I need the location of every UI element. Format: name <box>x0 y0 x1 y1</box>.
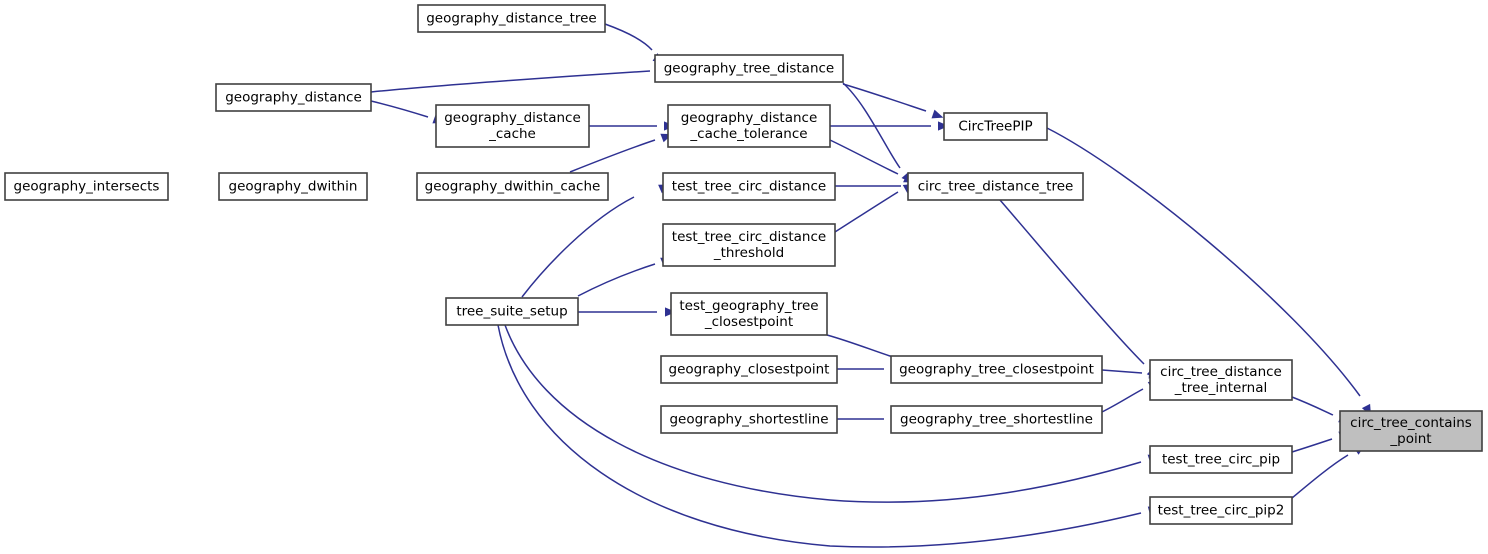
node-label-circ_tree_contains_point: _point <box>1389 431 1431 447</box>
node-test_tree_circ_distance[interactable]: test_tree_circ_distance <box>662 172 836 201</box>
node-test_geography_tree_closestpoint[interactable]: test_geography_tree_closestpoint <box>670 292 828 336</box>
node-geography_shortestline[interactable]: geography_shortestline <box>660 405 838 434</box>
node-geography_tree_closestpoint[interactable]: geography_tree_closestpoint <box>890 355 1103 384</box>
node-test_tree_circ_pip2[interactable]: test_tree_circ_pip2 <box>1149 496 1293 525</box>
edge-tree_suite_setup-to-test_tree_circ_distance <box>521 184 671 298</box>
node-label-geography_distance_cache_tolerance: _cache_tolerance <box>689 126 807 142</box>
node-geography_distance[interactable]: geography_distance <box>215 83 372 112</box>
node-box-circ_tree_distance_tree[interactable] <box>907 172 1084 201</box>
node-label-geography_distance_tree: geography_distance_tree <box>426 11 597 27</box>
node-box-tree_suite_setup[interactable] <box>445 297 579 326</box>
node-CircTreePIP[interactable]: CircTreePIP <box>943 112 1048 141</box>
node-label-test_tree_circ_distance_threshold: _threshold <box>713 245 784 261</box>
edge-tree_suite_setup-to-test_geography_tree_closestpoint <box>578 307 676 317</box>
node-geography_dwithin[interactable]: geography_dwithin <box>218 172 368 201</box>
node-box-geography_closestpoint[interactable] <box>660 355 838 384</box>
node-label-geography_distance_cache: geography_distance <box>444 110 581 126</box>
node-label-geography_distance: geography_distance <box>225 90 362 106</box>
edge-geography_distance_cache_tolerance-to-circ_tree_distance_tree <box>829 139 916 183</box>
node-label-geography_tree_shortestline: geography_tree_shortestline <box>900 412 1093 428</box>
node-box-geography_distance[interactable] <box>215 83 372 112</box>
edge-test_tree_circ_distance_threshold-to-circ_tree_distance_tree <box>834 183 915 233</box>
node-box-geography_tree_shortestline[interactable] <box>890 405 1103 434</box>
node-box-test_geography_tree_closestpoint[interactable] <box>670 292 828 336</box>
node-label-test_tree_circ_distance: test_tree_circ_distance <box>672 179 826 195</box>
node-box-circ_tree_contains_point[interactable] <box>1339 410 1483 452</box>
node-label-circ_tree_distance_tree: circ_tree_distance_tree <box>918 179 1074 195</box>
node-label-CircTreePIP: CircTreePIP <box>958 119 1032 135</box>
edge-test_tree_circ_pip2-to-circ_tree_contains_point <box>1291 444 1366 499</box>
node-box-test_tree_circ_distance_threshold[interactable] <box>662 223 836 267</box>
node-box-test_tree_circ_pip[interactable] <box>1149 445 1293 474</box>
node-label-test_tree_circ_pip2: test_tree_circ_pip2 <box>1158 503 1285 519</box>
edge-geography_distance-to-geography_distance_cache <box>370 100 445 124</box>
edge-circ_tree_distance_tree-to-circ_tree_distance_tree_internal <box>999 199 1158 379</box>
node-circ_tree_distance_tree_internal[interactable]: circ_tree_distance_tree_internal <box>1149 359 1293 401</box>
node-box-geography_distance_tree[interactable] <box>417 4 606 33</box>
node-circ_tree_distance_tree[interactable]: circ_tree_distance_tree <box>907 172 1084 201</box>
node-box-geography_tree_closestpoint[interactable] <box>890 355 1103 384</box>
node-label-geography_distance_cache: _cache <box>488 126 536 142</box>
node-box-geography_intersects[interactable] <box>4 172 169 201</box>
node-geography_tree_distance[interactable]: geography_tree_distance <box>654 54 844 83</box>
node-label-circ_tree_distance_tree_internal: _tree_internal <box>1174 380 1267 396</box>
node-label-geography_dwithin_cache: geography_dwithin_cache <box>425 179 601 195</box>
node-geography_intersects[interactable]: geography_intersects <box>4 172 169 201</box>
node-label-test_geography_tree_closestpoint: _closestpoint <box>704 314 793 330</box>
edge-geography_tree_distance-to-CircTreePIP <box>842 83 944 119</box>
node-label-tree_suite_setup: tree_suite_setup <box>456 304 567 320</box>
node-label-test_tree_circ_distance_threshold: test_tree_circ_distance <box>672 229 826 245</box>
edge-geography_tree_distance-to-circ_tree_distance_tree <box>842 82 913 184</box>
edge-tree_suite_setup-to-test_tree_circ_distance_threshold <box>577 257 673 297</box>
node-label-geography_shortestline: geography_shortestline <box>669 412 828 428</box>
node-geography_distance_cache_tolerance[interactable]: geography_distance_cache_tolerance <box>667 104 831 148</box>
node-label-geography_closestpoint: geography_closestpoint <box>669 362 830 378</box>
node-box-geography_dwithin_cache[interactable] <box>416 172 609 201</box>
node-label-circ_tree_contains_point: circ_tree_contains <box>1350 415 1472 431</box>
node-label-circ_tree_distance_tree_internal: circ_tree_distance <box>1160 364 1282 380</box>
node-test_tree_circ_distance_threshold[interactable]: test_tree_circ_distance_threshold <box>662 223 836 267</box>
node-box-test_tree_circ_pip2[interactable] <box>1149 496 1293 525</box>
node-box-circ_tree_distance_tree_internal[interactable] <box>1149 359 1293 401</box>
node-tree_suite_setup[interactable]: tree_suite_setup <box>445 297 579 326</box>
node-box-geography_distance_cache_tolerance[interactable] <box>667 104 831 148</box>
node-label-geography_dwithin: geography_dwithin <box>229 179 358 195</box>
node-box-geography_distance_cache[interactable] <box>435 104 590 148</box>
node-geography_dwithin_cache[interactable]: geography_dwithin_cache <box>416 172 609 201</box>
node-label-test_geography_tree_closestpoint: test_geography_tree <box>679 298 818 314</box>
node-circ_tree_contains_point[interactable]: circ_tree_contains_point <box>1339 410 1483 452</box>
node-box-geography_shortestline[interactable] <box>660 405 838 434</box>
node-label-geography_tree_closestpoint: geography_tree_closestpoint <box>899 362 1094 378</box>
node-geography_distance_tree[interactable]: geography_distance_tree <box>417 4 606 33</box>
node-label-test_tree_circ_pip: test_tree_circ_pip <box>1162 452 1280 468</box>
edge-geography_distance-to-geography_tree_distance <box>370 65 666 93</box>
node-geography_closestpoint[interactable]: geography_closestpoint <box>660 355 838 384</box>
node-box-geography_dwithin[interactable] <box>218 172 368 201</box>
node-label-geography_intersects: geography_intersects <box>14 179 160 195</box>
node-geography_distance_cache[interactable]: geography_distance_cache <box>435 104 590 148</box>
node-geography_tree_shortestline[interactable]: geography_tree_shortestline <box>890 405 1103 434</box>
node-test_tree_circ_pip[interactable]: test_tree_circ_pip <box>1149 445 1293 474</box>
edge-geography_distance_cache_tolerance-to-CircTreePIP <box>830 121 949 131</box>
node-box-geography_tree_distance[interactable] <box>654 54 844 83</box>
node-box-CircTreePIP[interactable] <box>943 112 1048 141</box>
node-box-test_tree_circ_distance[interactable] <box>662 172 836 201</box>
nodes-layer: geography_distance_tree geography_tree_di… <box>4 4 1483 525</box>
node-label-geography_tree_distance: geography_tree_distance <box>664 61 835 77</box>
node-label-geography_distance_cache_tolerance: geography_distance <box>681 110 818 126</box>
edge-geography_distance_cache-to-geography_distance_cache_tolerance <box>589 121 675 131</box>
